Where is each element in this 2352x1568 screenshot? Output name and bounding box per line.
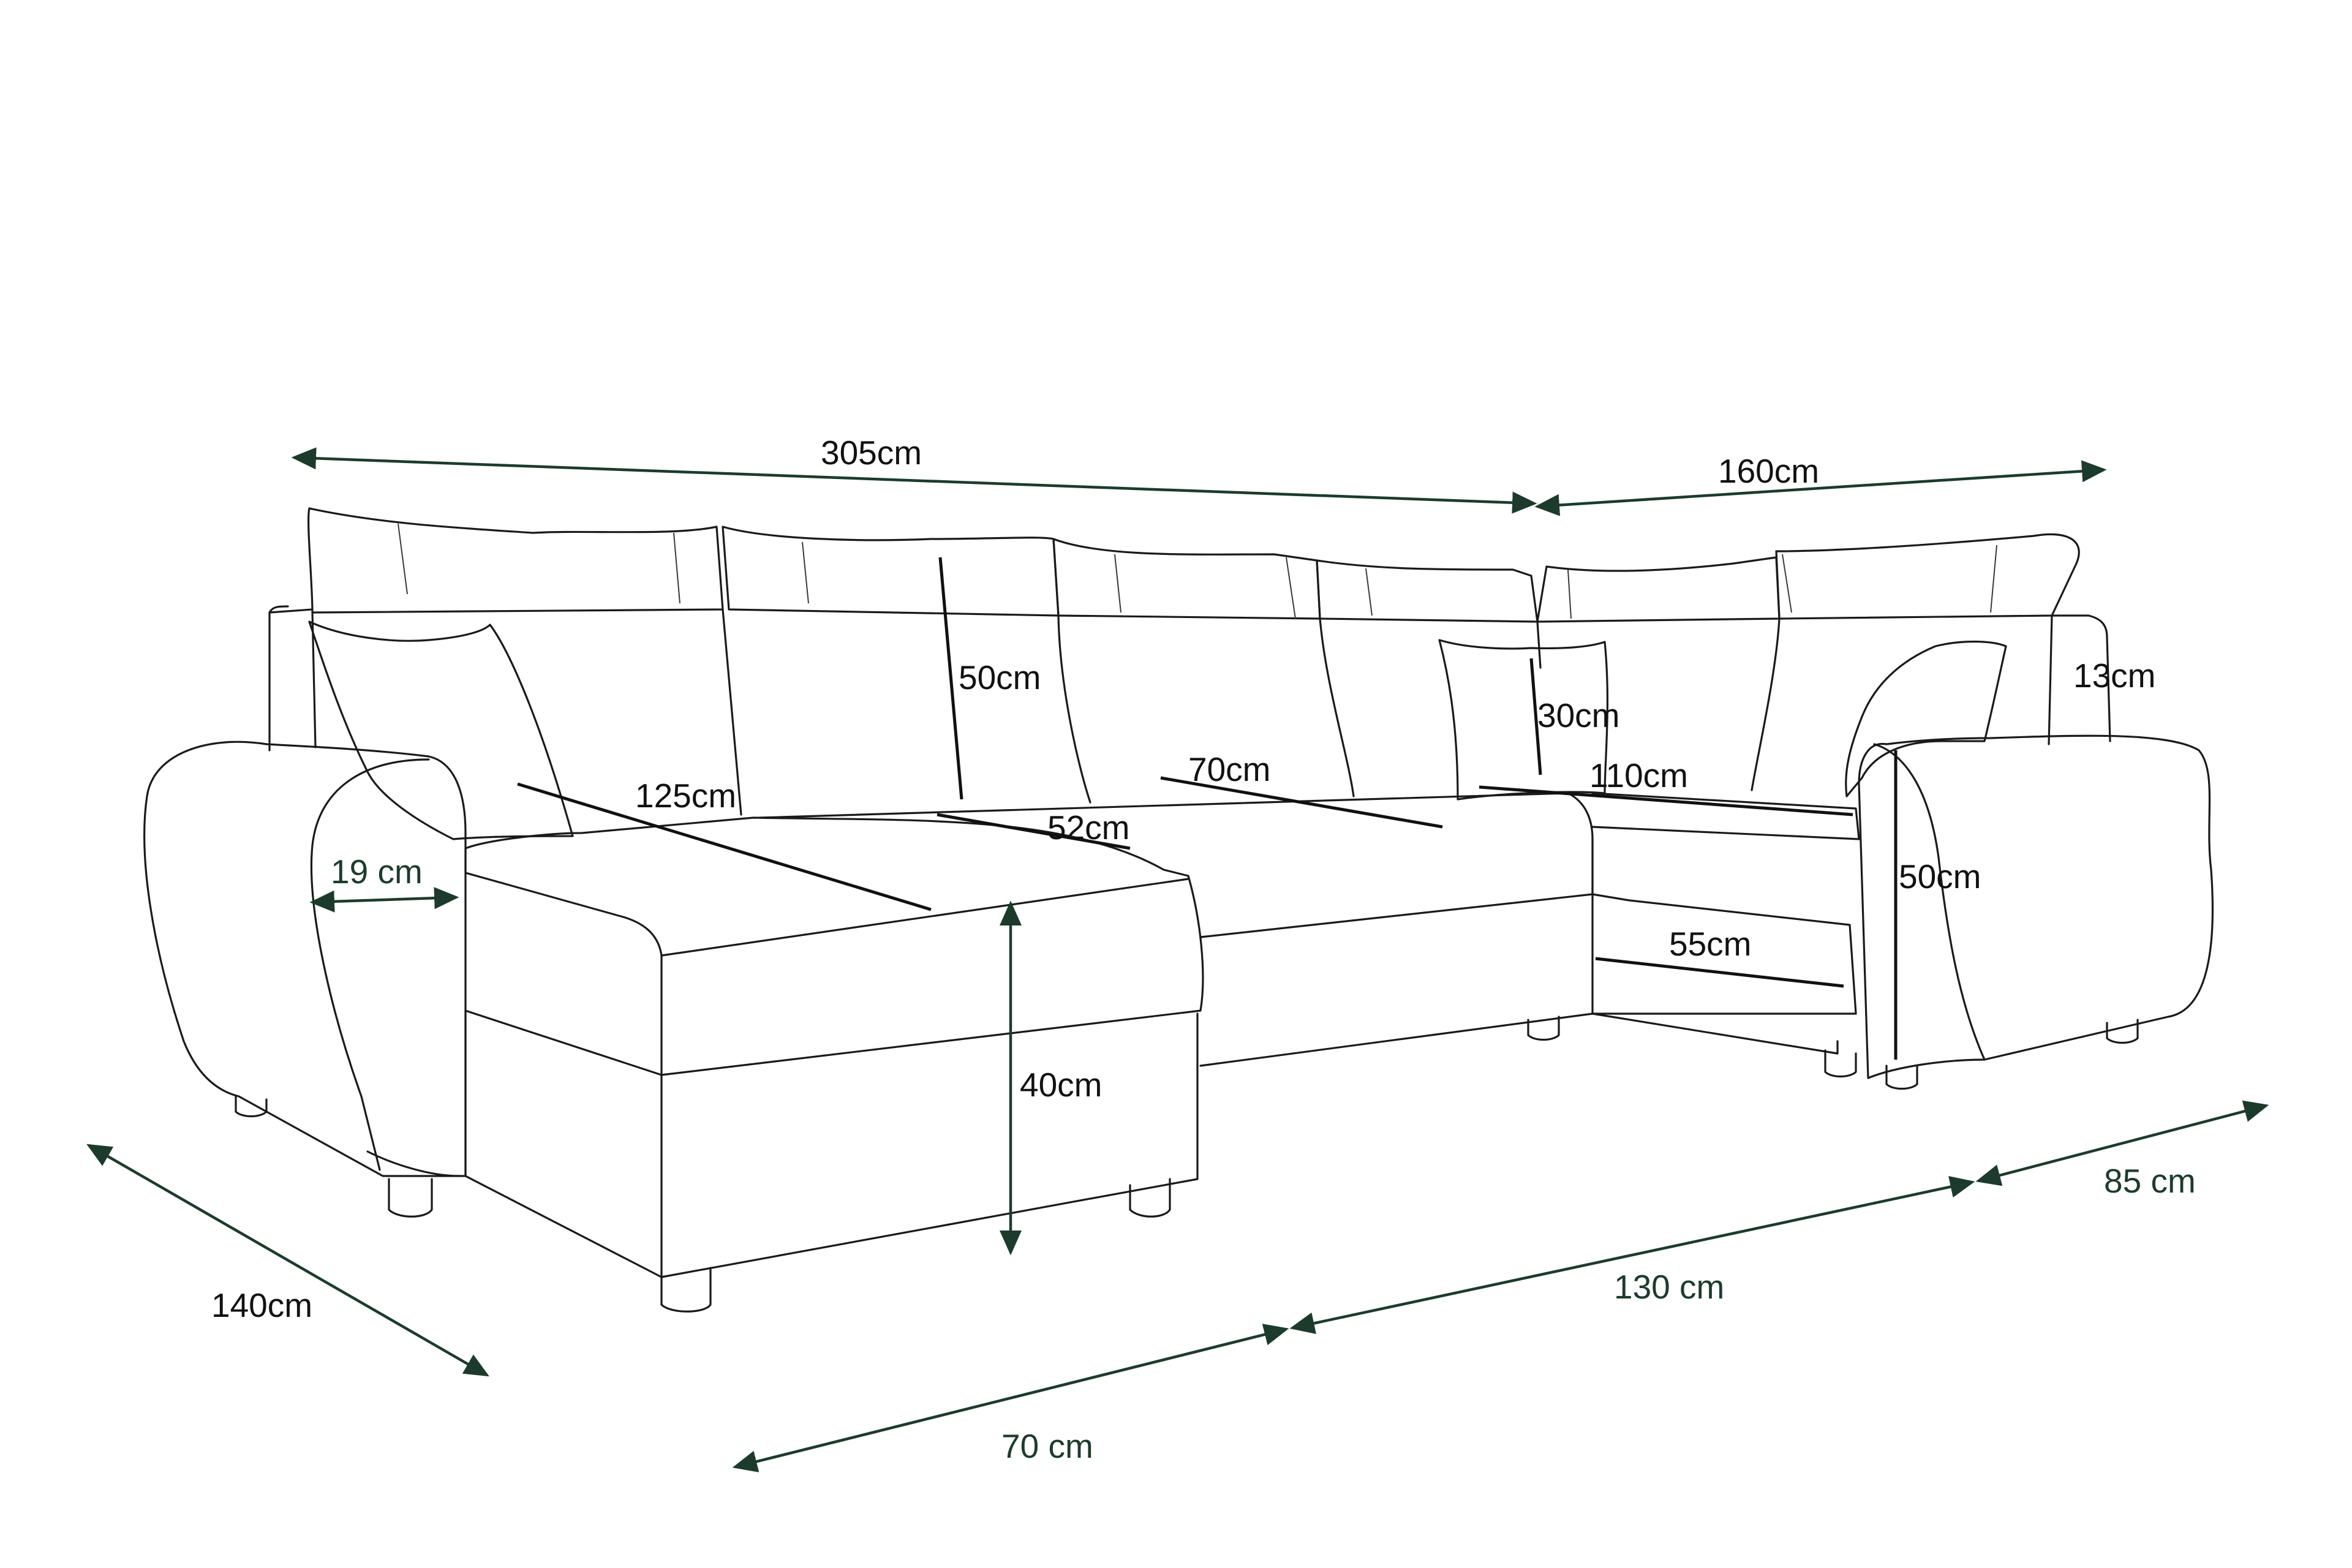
label-125: 125cm: [635, 777, 736, 815]
label-305: 305cm: [821, 434, 922, 472]
measure-110: [1479, 785, 1853, 816]
label-30: 30cm: [1537, 696, 1620, 734]
label-110: 110cm: [1589, 756, 1688, 794]
label-130: 130 cm: [1614, 1268, 1724, 1306]
label-55: 55cm: [1669, 925, 1752, 963]
label-13: 13cm: [2073, 657, 2156, 695]
dimension-305: [291, 447, 1537, 514]
label-140: 140cm: [211, 1286, 312, 1324]
label-85: 85 cm: [2104, 1162, 2196, 1200]
measure-70: [1160, 776, 1443, 829]
dimension-lines: [86, 447, 2269, 1472]
label-40: 40cm: [1020, 1066, 1102, 1104]
dimension-140: [86, 1144, 489, 1377]
dimension-19: [309, 887, 459, 913]
label-70-bottom: 70 cm: [1001, 1427, 1093, 1465]
dimension-labels: 305cm 160cm 50cm 30cm 13cm 125cm 70cm 11…: [211, 434, 2196, 1465]
measure-125: [517, 782, 932, 911]
measure-50-back: [938, 557, 963, 800]
dimension-130: [1289, 1175, 1975, 1335]
label-52: 52cm: [1047, 809, 1130, 846]
label-160: 160cm: [1718, 452, 1819, 490]
label-19: 19 cm: [331, 853, 423, 891]
dimension-85: [1975, 1100, 2269, 1186]
dimension-160: [1534, 460, 2107, 516]
sofa-outline: [143, 507, 2214, 1313]
label-50-right: 50cm: [1899, 858, 1981, 895]
dimension-70-bottom: [732, 1324, 1289, 1472]
measure-30: [1529, 658, 1542, 775]
measure-52: [937, 813, 1131, 850]
measure-55: [1595, 957, 1844, 988]
label-70: 70cm: [1188, 750, 1271, 788]
label-50-back: 50cm: [959, 658, 1041, 696]
